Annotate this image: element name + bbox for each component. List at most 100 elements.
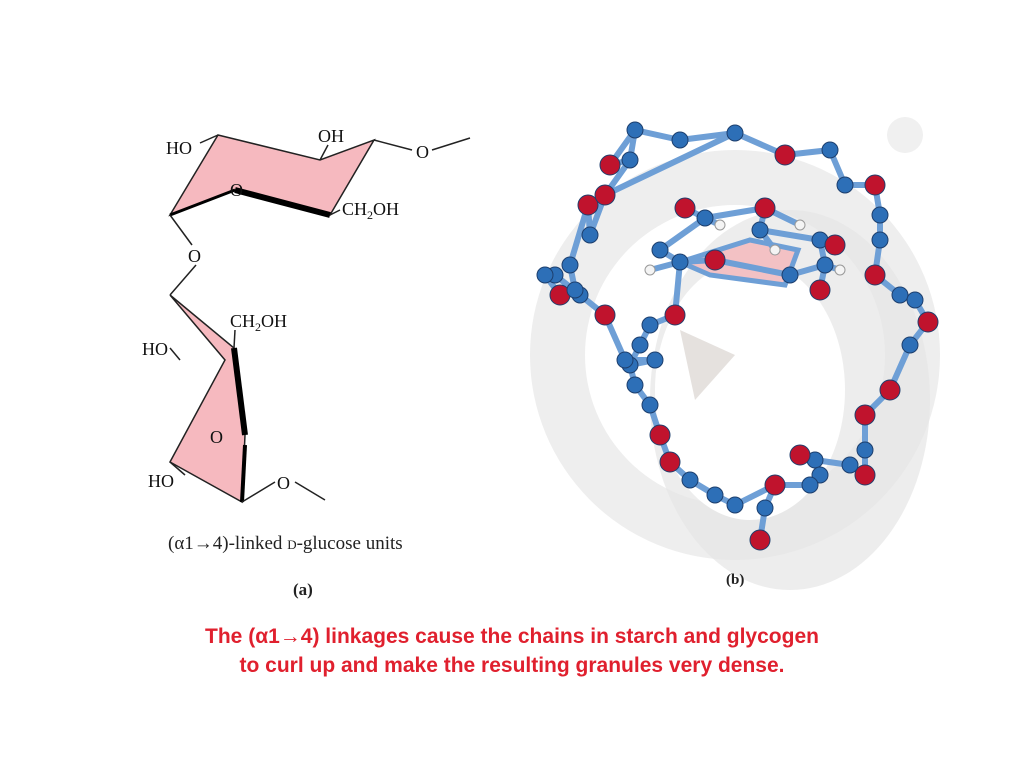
ch2oh-bottom-label: CH2OH	[230, 311, 287, 334]
o-bottom-bond	[241, 481, 276, 503]
helix-model-svg	[530, 117, 940, 590]
bond	[712, 257, 793, 278]
carbon-atom	[836, 176, 854, 194]
carbon-atom	[891, 286, 909, 304]
oxygen-atom	[659, 451, 681, 473]
ho-bottom-bond	[169, 461, 186, 476]
carbon-atom	[631, 336, 649, 354]
carbon-atom	[906, 291, 924, 309]
ho-mid-label: HO	[142, 339, 168, 359]
o-bottom-label: O	[277, 473, 290, 493]
carbon-atom	[801, 476, 819, 494]
bond	[757, 227, 823, 243]
carbon-atom	[781, 266, 799, 284]
ho-top-bond	[199, 134, 219, 144]
caption-line-2: to curl up and make the resulting granul…	[239, 654, 785, 677]
caption-suffix: -glucose units	[296, 533, 403, 554]
hydrogen-atom	[714, 219, 726, 231]
carbon-atom	[726, 496, 744, 514]
oxygen-atom	[749, 529, 771, 551]
oxygen-atom	[864, 174, 886, 196]
oxygen-atom	[594, 304, 616, 326]
carbon-atom	[706, 486, 724, 504]
o-ring-bottom-label: O	[210, 427, 223, 447]
carbon-atom	[671, 131, 689, 149]
carbon-atom	[646, 351, 664, 369]
oxygen-atom	[854, 464, 876, 486]
ch2oh-bottom-bond	[233, 329, 236, 349]
carbon-atom	[871, 231, 889, 249]
o-right-label: O	[416, 142, 429, 162]
carbon-atom	[756, 499, 774, 517]
carbon-atom	[641, 316, 659, 334]
o-bottom-chain	[294, 481, 326, 501]
ho-mid-bond	[169, 347, 181, 361]
molecular-model-b	[520, 100, 960, 600]
carbon-atom	[726, 124, 744, 142]
carbon-atom	[616, 351, 634, 369]
ho-top-label: HO	[166, 138, 192, 158]
bottom-ring-front-bond	[231, 347, 248, 436]
panel-label-b: (b)	[726, 572, 745, 588]
oxygen-atom	[824, 234, 846, 256]
top-ring-front-bond	[234, 187, 331, 218]
oxygen-atom	[594, 184, 616, 206]
carbon-atom	[821, 141, 839, 159]
carbon-atom	[751, 221, 769, 239]
carbon-atom	[626, 376, 644, 394]
oxygen-atom	[649, 424, 671, 446]
hydrogen-atom	[644, 264, 656, 276]
caption-smallcaps: D	[287, 537, 297, 552]
carbon-atom	[856, 441, 874, 459]
ch2oh-top-bond	[329, 209, 341, 216]
bond	[657, 215, 708, 253]
carbon-atom	[681, 471, 699, 489]
hydrogen-atom	[769, 244, 781, 256]
carbon-atom	[841, 456, 859, 474]
bond	[602, 130, 738, 198]
ho-bottom-label: HO	[148, 471, 174, 491]
carbon-atom	[621, 151, 639, 169]
carbon-atom	[816, 256, 834, 274]
glycosidic-bond-lower	[169, 264, 197, 296]
glucose-structure-svg: HO OH O O CH2OH O CH2OH HO O HO O	[142, 126, 471, 504]
o-link-label: O	[188, 246, 201, 266]
carbon-atom	[651, 241, 669, 259]
carbon-atom	[581, 226, 599, 244]
oxygen-atom	[674, 197, 696, 219]
o-ring-top-label: O	[230, 180, 243, 200]
carbon-atom	[696, 209, 714, 227]
o-right-bond	[373, 139, 413, 151]
atom-network	[536, 121, 939, 551]
caption-prefix: (α1→4)-linked	[168, 533, 288, 554]
glycosidic-bond-upper	[169, 214, 193, 246]
hydrogen-atom	[834, 264, 846, 276]
carbon-atom	[536, 266, 554, 284]
helix-backdrop-wedge	[680, 330, 735, 400]
carbon-atom	[671, 253, 689, 271]
oxygen-atom	[704, 249, 726, 271]
backdrop-dot	[887, 117, 923, 153]
oxygen-atom	[879, 379, 901, 401]
o-right-chain	[431, 137, 471, 151]
oxygen-atom	[754, 197, 776, 219]
hydrogen-atom	[794, 219, 806, 231]
oxygen-atom	[577, 194, 599, 216]
carbon-atom	[626, 121, 644, 139]
oxygen-atom	[809, 279, 831, 301]
caption-line-1: The (α1→4) linkages cause the chains in …	[205, 625, 819, 648]
oxygen-atom	[854, 404, 876, 426]
structure-diagram-a: HO OH O O CH2OH O CH2OH HO O HO O	[140, 110, 500, 600]
panel-label-a: (a)	[293, 580, 313, 599]
oxygen-atom	[599, 154, 621, 176]
oh-top-bond	[319, 144, 329, 161]
carbon-atom	[566, 281, 584, 299]
oxygen-atom	[664, 304, 686, 326]
carbon-atom	[641, 396, 659, 414]
carbon-atom	[561, 256, 579, 274]
bottom-ring-bond	[240, 444, 247, 503]
structure-caption: (α1→4)-linked D-glucose units	[168, 533, 403, 555]
oxygen-atom	[774, 144, 796, 166]
oh-top-label: OH	[318, 126, 344, 146]
